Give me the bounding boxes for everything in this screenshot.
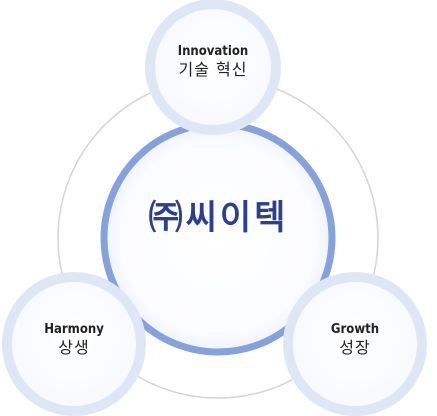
- node-growth: Growth 성장: [295, 322, 415, 358]
- node-circle-innovation: [145, 0, 281, 135]
- node-harmony-ko: 상생: [58, 338, 90, 358]
- node-innovation-ko: 기술 혁신: [178, 60, 248, 80]
- node-innovation-en: Innovation: [177, 44, 249, 59]
- node-circle-growth: [283, 272, 427, 416]
- node-innovation: Innovation 기술 혁신: [153, 44, 273, 80]
- node-circle-harmony: [2, 272, 146, 416]
- node-growth-en: Growth: [330, 322, 380, 337]
- node-growth-ko: 성장: [339, 338, 371, 358]
- node-harmony-en: Harmony: [44, 322, 104, 337]
- company-name: ㈜씨이텍: [148, 198, 289, 238]
- node-harmony: Harmony 상생: [14, 322, 134, 358]
